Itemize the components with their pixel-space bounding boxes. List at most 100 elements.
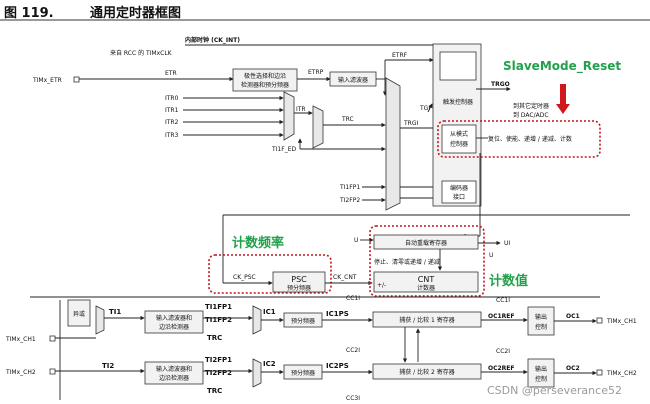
figure-number: 图 119.: [4, 6, 54, 21]
row1-fp1-label: TI1FP1: [205, 303, 232, 311]
cc2i-label-left: CC2I: [346, 347, 360, 354]
polarity-line-2: 检测器和预分频器: [241, 81, 289, 89]
filter-edge-1: [144, 310, 204, 334]
ic1-label: IC1: [263, 308, 276, 316]
pin-ch2-in-square: [49, 368, 56, 375]
encoder-interface: [441, 180, 477, 204]
cc1-register-text: 捕获 / 比较 1 寄存器: [399, 316, 454, 324]
slave-ctrl-line-1: 从模式: [450, 130, 468, 138]
slave-reset-annotation: SlaveMode_Reset: [503, 59, 621, 74]
ti2-label: TI2: [102, 362, 114, 370]
row1-trc-label: TRC: [207, 334, 222, 342]
count-freq-annotation: 计数频率: [232, 235, 284, 251]
row1-fp2-label: TI1FP2: [205, 316, 232, 324]
ti1fp1-label: TI1FP1: [339, 184, 360, 191]
psc-label: PSC: [291, 275, 307, 284]
etr-label: ETR: [165, 70, 177, 77]
itr3-label: ITR3: [165, 132, 179, 139]
etrf-label: ETRF: [392, 52, 408, 59]
slave-actions-text: 复位、使能、递增 / 递减、计数: [488, 135, 572, 143]
trc-label: TRC: [341, 116, 354, 123]
psc-block: [272, 271, 326, 293]
output-ctrl-2-line-1: 输出: [535, 365, 547, 373]
tgi-label: TGI: [419, 105, 430, 112]
cc3i-label: CC3I: [346, 395, 360, 402]
prescaler-ic2-text: 预分频器: [291, 369, 315, 377]
trgi-mux: [385, 77, 401, 211]
xor-block: [67, 299, 91, 327]
plusminus-label: +/-: [377, 282, 386, 289]
filter-edge-1-line-1: 输入滤波器和: [156, 314, 192, 322]
trigger-ctrl-text: 触发控制器: [443, 98, 473, 106]
ic2ps-label: IC2PS: [326, 362, 349, 370]
trgo-label: TRGO: [491, 81, 510, 88]
itr-label: ITR: [296, 106, 306, 113]
xor-text: 异或: [73, 310, 85, 318]
auto-reload-text: 自动重载寄存器: [405, 239, 447, 247]
ti1-mux: [95, 305, 105, 335]
internal-clock-label: 内部时钟 (CK_INT): [185, 36, 240, 44]
filter-edge-1-line-2: 边沿检测器: [159, 323, 189, 331]
trgi-label: TRGI: [403, 120, 418, 127]
output-ctrl-1-line-2: 控制: [535, 323, 547, 331]
itr-inputs: ITR0 ITR1 ITR2 ITR3: [165, 95, 284, 139]
slave-mode-controller: [441, 124, 477, 154]
u-label-right: U: [489, 252, 493, 259]
cc1i-label-left: CC1I: [346, 295, 360, 302]
pin-ch2-in-label: TIMx_CH2: [5, 369, 36, 376]
itr0-label: ITR0: [165, 95, 179, 102]
output-control-2: [527, 358, 555, 388]
figure-caption: 通用定时器框图: [90, 6, 182, 21]
output-ctrl-2-line-2: 控制: [535, 375, 547, 383]
ck-cnt-label: CK_CNT: [333, 274, 357, 281]
psc-highlight: [208, 254, 332, 294]
polarity-line-1: 极性选择和边沿: [244, 72, 286, 80]
psc-sub-label: 预分频器: [287, 284, 311, 292]
itr-mux: [283, 91, 295, 141]
oc2-label: OC2: [566, 365, 580, 372]
row2-trc-label: TRC: [207, 387, 222, 395]
cnt-label: CNT: [418, 275, 435, 284]
to-other-line-2: 到 DAC/ADC: [513, 112, 549, 119]
pin-etr-label: TIMx_ETR: [32, 77, 62, 84]
to-other-line-1: 到其它定时器: [513, 102, 549, 110]
oc1-label: OC1: [566, 313, 580, 320]
ic1-mux: [252, 305, 262, 335]
cnt-sub-label: 计数器: [417, 284, 435, 292]
cc1-register: [372, 311, 482, 328]
polarity-block: [232, 68, 298, 92]
filter-edge-2-line-2: 边沿检测器: [159, 374, 189, 382]
itr1-label: ITR1: [165, 107, 179, 114]
cnt-block: [373, 271, 479, 293]
itr2-label: ITR2: [165, 119, 179, 126]
filter-edge-2-line-1: 输入滤波器和: [156, 365, 192, 373]
u-label-top: U: [354, 237, 358, 244]
prescaler-ic1-text: 预分频器: [291, 317, 315, 325]
row2-fp1-label: TI2FP1: [205, 356, 232, 364]
cc1i-label-right: CC1I: [496, 297, 510, 304]
filter-edge-2: [144, 361, 204, 385]
rcc-clock-label: 来自 RCC 的 TIMxCLK: [110, 49, 173, 57]
count-value-annotation: 计数值: [489, 273, 528, 289]
oc1ref-label: OC1REF: [488, 313, 515, 320]
cc2i-label-right: CC2I: [496, 348, 510, 355]
etr-filter-text: 输入滤波器: [338, 76, 368, 84]
pin-etr-square: [73, 76, 80, 83]
pin-ch2-out-label: TIMx_CH2: [606, 370, 637, 377]
slave-ctrl-line-2: 控制器: [450, 140, 468, 148]
cc2-register-text: 捕获 / 比较 2 寄存器: [399, 368, 454, 376]
ic2-label: IC2: [263, 360, 276, 368]
auto-reload-register: [373, 234, 479, 250]
encoder-line-2: 接口: [453, 193, 465, 201]
ic2-mux: [252, 358, 262, 388]
trigger-inner-box: [439, 51, 477, 81]
cc2-register: [372, 363, 482, 380]
trc-mux: [312, 105, 324, 149]
oc2ref-label: OC2REF: [488, 365, 515, 372]
pin-ch1-in-label: TIMx_CH1: [5, 336, 36, 343]
pin-ch1-in-square: [49, 335, 56, 342]
output-ctrl-1-line-1: 输出: [535, 313, 547, 321]
stop-clear-text: 停止、清零或递增 / 递减: [374, 258, 440, 266]
ic1ps-label: IC1PS: [326, 310, 349, 318]
